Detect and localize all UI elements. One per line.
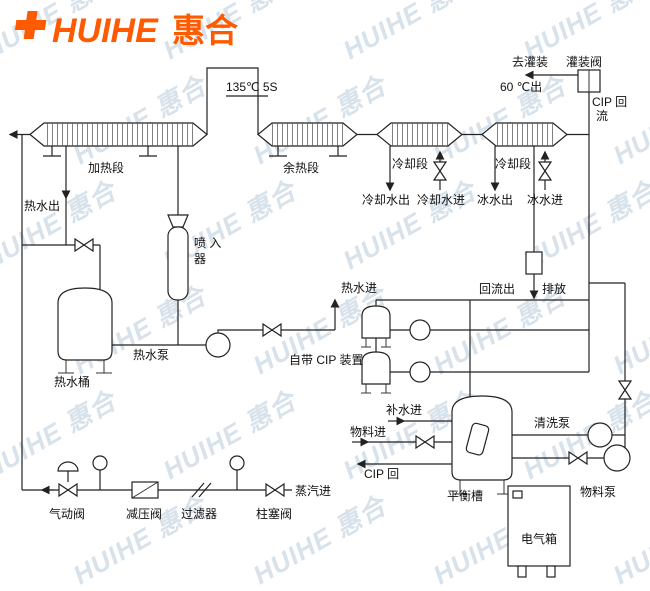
label-hot-water-tank: 热水桶 (54, 374, 90, 389)
pipe-network (8, 67, 626, 495)
valve-ice-water-in (537, 161, 553, 181)
watermark-text: HUIHE 惠合 (248, 489, 394, 591)
valve-material-riser (617, 380, 633, 400)
label-hot-water-in: 热水进 (341, 281, 377, 295)
filter-symbol (191, 482, 212, 498)
cip-pump-1 (409, 319, 431, 341)
valve-cooling-water-in (432, 161, 448, 181)
label-to-filling: 去灌装 (512, 55, 548, 69)
cip-tank-2 (361, 351, 391, 394)
label-material-pump: 物料泵 (580, 485, 616, 499)
label-ice-water-out: 冰水出 (477, 193, 513, 207)
watermark-text: HUIHE 惠合 (608, 279, 650, 381)
valve-material-pump (568, 450, 588, 466)
pressure-gauge-2 (229, 455, 245, 471)
balance-tank (451, 395, 513, 495)
hot-water-tank (57, 287, 113, 374)
label-cooling-section-2: 冷却段 (495, 156, 531, 171)
label-cooling-water-out: 冷却水出 (362, 193, 410, 207)
watermark-text: HUIHE 惠合 (158, 384, 304, 486)
label-cleaning-pump: 清洗泵 (534, 416, 570, 430)
heat-exchanger-cooling-1 (376, 122, 463, 147)
label-hot-water-out: 热水出 (24, 199, 60, 213)
label-steam-in: 蒸汽进 (295, 483, 331, 498)
pressure-gauge-1 (92, 455, 108, 471)
label-drain: 排放 (542, 281, 566, 296)
logo-plus-icon (14, 11, 47, 39)
labels: 135℃ 5S 加热段 余热段 冷却段 冷却段 去灌装 60 ℃出 灌装阀 CI… (24, 55, 627, 546)
label-preheat-section: 余热段 (283, 160, 319, 175)
logo: HUIHE 惠合 (14, 11, 238, 50)
watermark-text: HUIHE 惠合 (0, 174, 124, 276)
heat-exchanger-preheat (257, 122, 358, 147)
steam-injector (167, 214, 189, 301)
label-injector-1: 喷 入 (194, 236, 221, 250)
label-electric-box: 电气箱 (521, 531, 557, 546)
cleaning-pump (587, 422, 613, 448)
logo-brand: HUIHE (52, 12, 159, 50)
equipment (57, 69, 633, 578)
label-cooling-section-1: 冷却段 (392, 156, 428, 171)
pneumatic-valve-actuator (57, 461, 79, 472)
valve-material-in (415, 434, 435, 450)
watermark-text: HUIHE 惠合 (608, 489, 650, 591)
hot-water-pump (205, 332, 231, 358)
label-filter: 过滤器 (181, 507, 217, 521)
watermark-text: HUIHE 惠合 (608, 69, 650, 171)
drain-sight-glass (525, 251, 543, 275)
heat-exchanger-heating (29, 122, 208, 147)
balance-tank-float (465, 422, 490, 456)
label-cip-unit: 自带 CIP 装置 (289, 353, 363, 367)
filling-valve-block (577, 69, 601, 93)
label-material-in: 物料进 (350, 425, 386, 439)
label-balance-tank: 平衡槽 (447, 489, 483, 503)
label-hot-water-pump: 热水泵 (133, 348, 169, 362)
electric-box (507, 485, 571, 578)
logo-cn: 惠合 (172, 11, 238, 50)
plunger-valve-symbol (265, 482, 285, 498)
label-injector-2: 器 (194, 252, 206, 266)
label-filling-valve: 灌装阀 (566, 55, 602, 69)
label-cip-reflux-2: 流 (596, 109, 608, 123)
heat-exchangers (29, 122, 568, 147)
label-heating-section: 加热段 (88, 160, 124, 175)
watermark-text: HUIHE 惠合 (338, 0, 484, 65)
reducing-valve-symbol (131, 481, 159, 499)
label-pneumatic-valve: 气动阀 (49, 506, 85, 521)
heat-exchanger-cooling-2 (481, 122, 568, 147)
label-cip-back: CIP 回 (364, 467, 399, 481)
label-reducing-valve: 减压阀 (126, 507, 162, 521)
valve-tank-feed (74, 237, 94, 253)
watermark-text: HUIHE 惠合 (338, 174, 484, 276)
valve-hot-water (262, 322, 282, 338)
watermark-text: HUIHE 惠合 (68, 69, 214, 171)
label-ice-water-in: 冰水进 (527, 193, 563, 207)
pneumatic-valve (57, 461, 79, 498)
label-cooling-water-in: 冷却水进 (417, 193, 465, 207)
label-cip-reflux-1: CIP 回 (592, 95, 627, 109)
material-pump (603, 444, 631, 472)
label-reflux-out: 回流出 (479, 282, 515, 296)
label-makeup-in: 补水进 (386, 403, 422, 417)
cip-pump-2 (409, 361, 431, 383)
label-temperature: 135℃ 5S (226, 80, 278, 94)
cip-tank-1 (361, 305, 391, 348)
label-plunger-valve: 柱塞阀 (256, 506, 292, 521)
watermark-text: HUIHE 惠合 (68, 489, 214, 591)
label-60c-out: 60 ℃出 (500, 80, 542, 94)
